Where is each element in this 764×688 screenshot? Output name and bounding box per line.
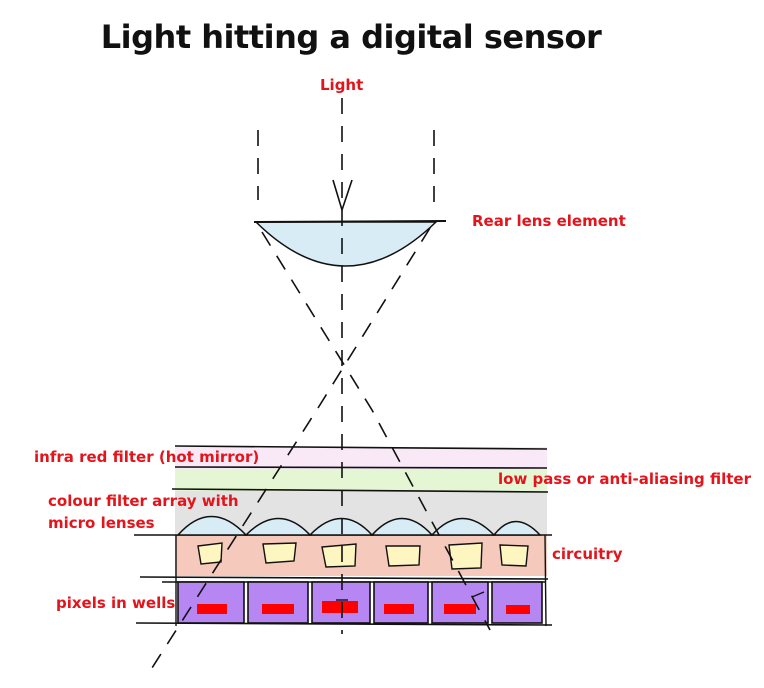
- infrared-filter-band: [175, 447, 547, 469]
- circuit-chip: [499, 544, 529, 567]
- sensor-right-edge: [544, 534, 547, 627]
- micro-lens: [308, 517, 374, 536]
- photodiode: [197, 604, 227, 614]
- rear-lens-top-edge: [253, 220, 447, 223]
- label-colour-filter-line1: colour filter array with: [48, 492, 239, 510]
- light-ray-left: [261, 231, 491, 631]
- photodiode: [506, 605, 530, 614]
- pixel-wells: [177, 581, 543, 624]
- rear-lens-element: [254, 221, 438, 267]
- circuit-chip: [262, 542, 297, 564]
- label-rear-lens: Rear lens element: [472, 212, 626, 230]
- pixel-well: [491, 581, 543, 624]
- circuit-chips: [197, 542, 529, 570]
- circuit-chip: [321, 543, 357, 568]
- label-colour-filter-line2: micro lenses: [48, 514, 155, 532]
- photodiode: [262, 604, 294, 614]
- label-light: Light: [320, 76, 364, 94]
- label-infrared-filter: infra red filter (hot mirror): [34, 448, 260, 466]
- infrared-filter-bottom-line: [174, 466, 548, 469]
- micro-lens-row: [176, 515, 542, 536]
- circuit-chip: [448, 542, 483, 570]
- photodiode: [322, 601, 358, 613]
- micro-lens: [430, 517, 496, 536]
- photodiode: [384, 604, 414, 614]
- photodiode: [444, 604, 476, 614]
- label-pixels: pixels in wells: [56, 594, 176, 612]
- circuitry-bottom-line: [139, 576, 549, 580]
- diagram-title: Light hitting a digital sensor: [100, 18, 602, 56]
- ray-tick: [471, 591, 485, 598]
- circuit-chip: [197, 542, 223, 565]
- pixel-well: [431, 581, 489, 624]
- photodiodes: [197, 601, 530, 614]
- circuitry-band: [175, 535, 547, 576]
- light-ray-right: [151, 227, 431, 669]
- label-low-pass-filter: low pass or anti-aliasing filter: [498, 470, 751, 488]
- low-pass-filter-band: [175, 469, 547, 491]
- micro-lens: [244, 517, 312, 536]
- micro-lens: [492, 520, 542, 536]
- pixel-well: [177, 581, 245, 624]
- infrared-filter-top-line: [174, 445, 548, 450]
- circuit-chip: [385, 545, 421, 567]
- pixel-well: [247, 581, 309, 624]
- micro-lens: [176, 515, 248, 536]
- light-arrow-head: [332, 179, 353, 213]
- label-circuitry: circuitry: [552, 545, 623, 563]
- pixel-well: [373, 581, 429, 624]
- low-pass-bottom-line: [171, 488, 549, 493]
